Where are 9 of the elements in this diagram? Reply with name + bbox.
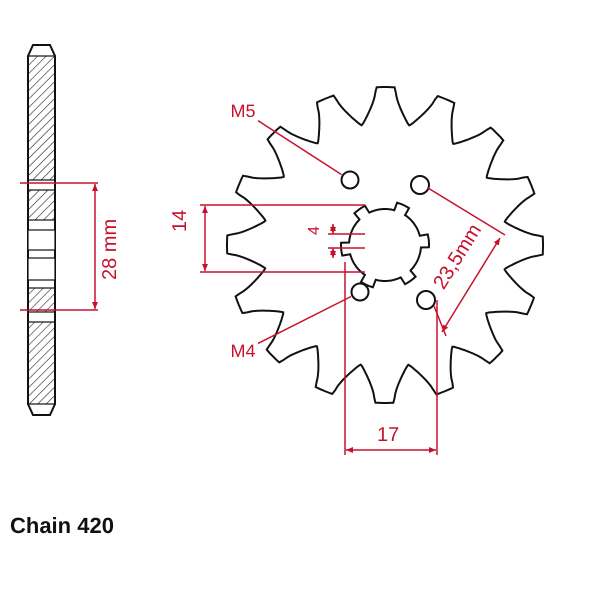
leader-line	[258, 120, 342, 176]
dimension-label: 4	[307, 226, 323, 235]
dimension-label: 14	[170, 210, 190, 232]
caption-text: Chain 420	[10, 515, 114, 537]
thread-label: M5	[228, 100, 258, 122]
dimension-label: 17	[377, 425, 400, 445]
thread-label: M4	[228, 340, 258, 362]
dimension-label: 28 mm	[100, 218, 120, 280]
leader-line	[258, 296, 352, 344]
